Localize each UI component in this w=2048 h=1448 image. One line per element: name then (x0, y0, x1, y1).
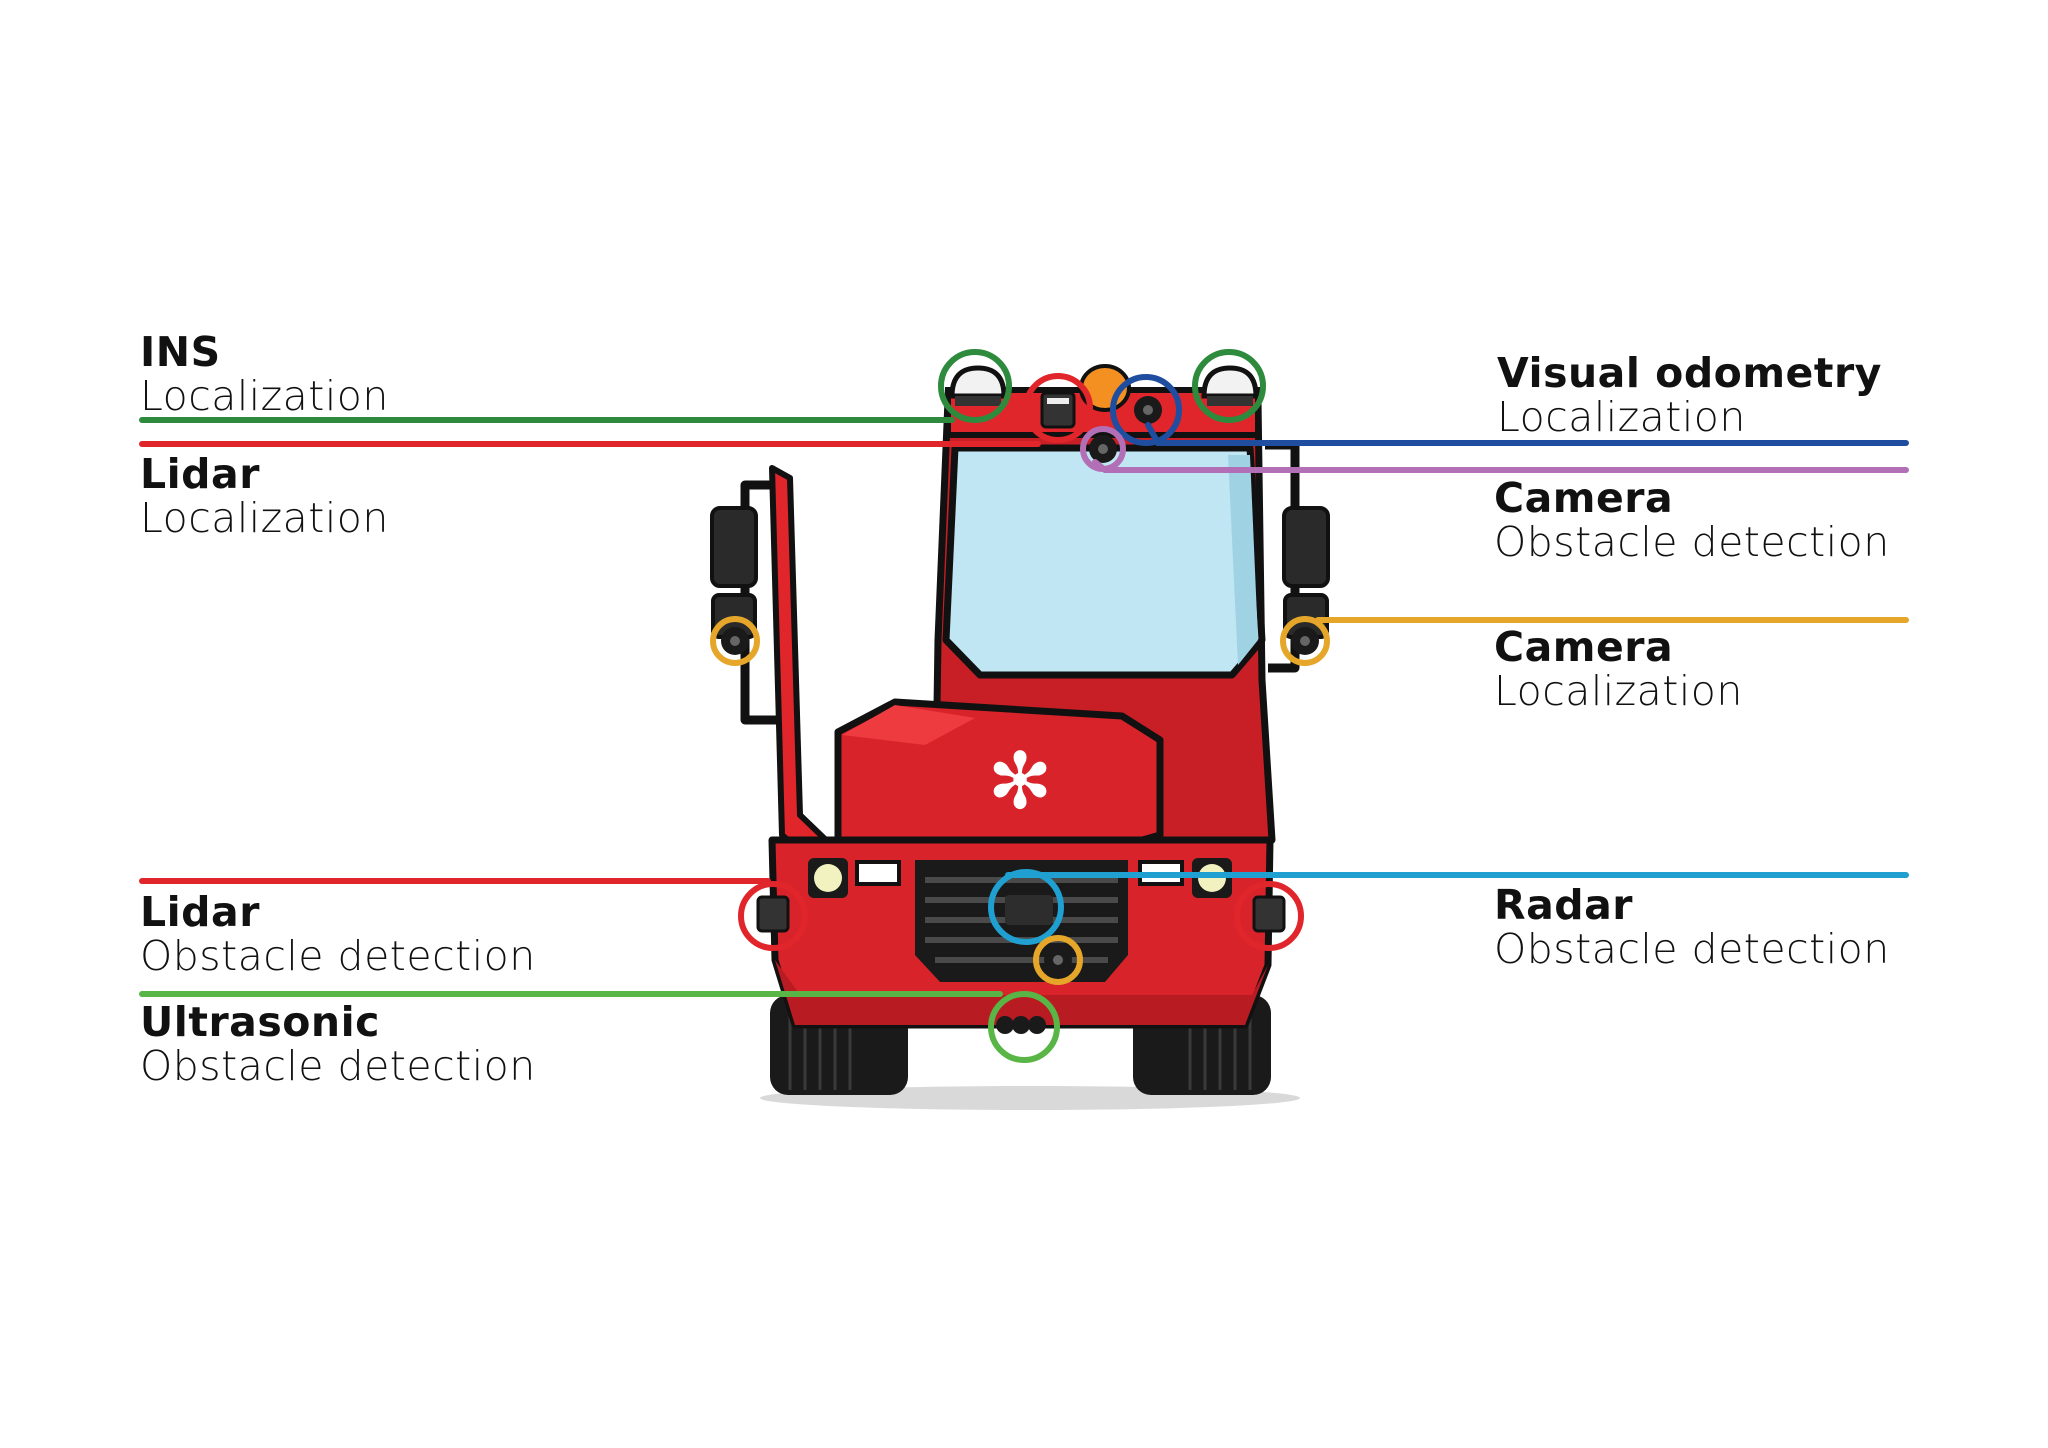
lidar-top-label: Lidar Localization (140, 454, 389, 539)
ultrasonic-label: Ultrasonic Obstacle detection (140, 1002, 536, 1087)
camera-obstacle-label: Camera Obstacle detection (1494, 478, 1890, 563)
camera-localization-subtitle: Localization (1494, 667, 1743, 715)
lidar-bottom-subtitle: Obstacle detection (140, 932, 536, 980)
right-mirror (1282, 506, 1330, 588)
visual-odometry-title: Visual odometry (1497, 349, 1882, 397)
lidar-bottom-label: Lidar Obstacle detection (140, 892, 536, 977)
left-indicator (855, 860, 901, 886)
visual-odometry-ring (1110, 374, 1182, 446)
left-headlight (814, 864, 842, 892)
ultrasonic-title: Ultrasonic (140, 998, 380, 1046)
camera-localization-ring-left (710, 616, 760, 666)
camera-localization-label: Camera Localization (1494, 627, 1743, 712)
lidar-bottom-ring-left (738, 881, 808, 951)
logo-icon: ✻ (987, 737, 1052, 827)
hood-highlight (842, 705, 975, 745)
windshield-shade (1228, 455, 1258, 665)
roof-lidar-window (1047, 398, 1069, 404)
left-pillar (769, 465, 829, 853)
camera-localization-ring-grille (1033, 935, 1083, 985)
ins-title: INS (140, 328, 221, 376)
camera-obstacle-title: Camera (1494, 474, 1674, 522)
lidar-bottom-title: Lidar (140, 888, 260, 936)
ins-label: INS Localization (140, 332, 389, 417)
ultrasonic-subtitle: Obstacle detection (140, 1042, 536, 1090)
ins-antenna-right (1201, 365, 1259, 406)
lidar-top-title: Lidar (140, 450, 260, 498)
ins-ring-right (1192, 349, 1266, 423)
bumper-shade (775, 960, 1268, 1025)
camera-obstacle-subtitle: Obstacle detection (1494, 518, 1890, 566)
windshield (942, 444, 1266, 679)
ins-subtitle: Localization (140, 372, 389, 420)
bumper-lidar-right (1252, 895, 1286, 933)
left-mirror (710, 506, 758, 588)
lidar-bottom-ring-right (1234, 881, 1304, 951)
ins-antenna-left (949, 365, 1007, 406)
visual-odometry-label: Visual odometry Localization (1497, 353, 1882, 438)
lidar-top-subtitle: Localization (140, 494, 389, 542)
visual-odometry-subtitle: Localization (1497, 393, 1746, 441)
radar-subtitle: Obstacle detection (1494, 925, 1890, 973)
radar-ring (988, 869, 1064, 945)
radar-label: Radar Obstacle detection (1494, 885, 1890, 970)
radar-title: Radar (1494, 881, 1633, 929)
lidar-top-ring (1023, 373, 1093, 443)
camera-localization-title: Camera (1494, 623, 1674, 671)
camera-obstacle-ring (1080, 426, 1126, 472)
ultrasonic-ring (988, 991, 1060, 1063)
bumper-lidar-left (756, 895, 790, 933)
ins-ring-left (938, 349, 1012, 423)
ultrasonic-sensors (996, 1016, 1046, 1034)
radar-unit (1005, 895, 1053, 925)
camera-localization-ring-right (1280, 616, 1330, 666)
